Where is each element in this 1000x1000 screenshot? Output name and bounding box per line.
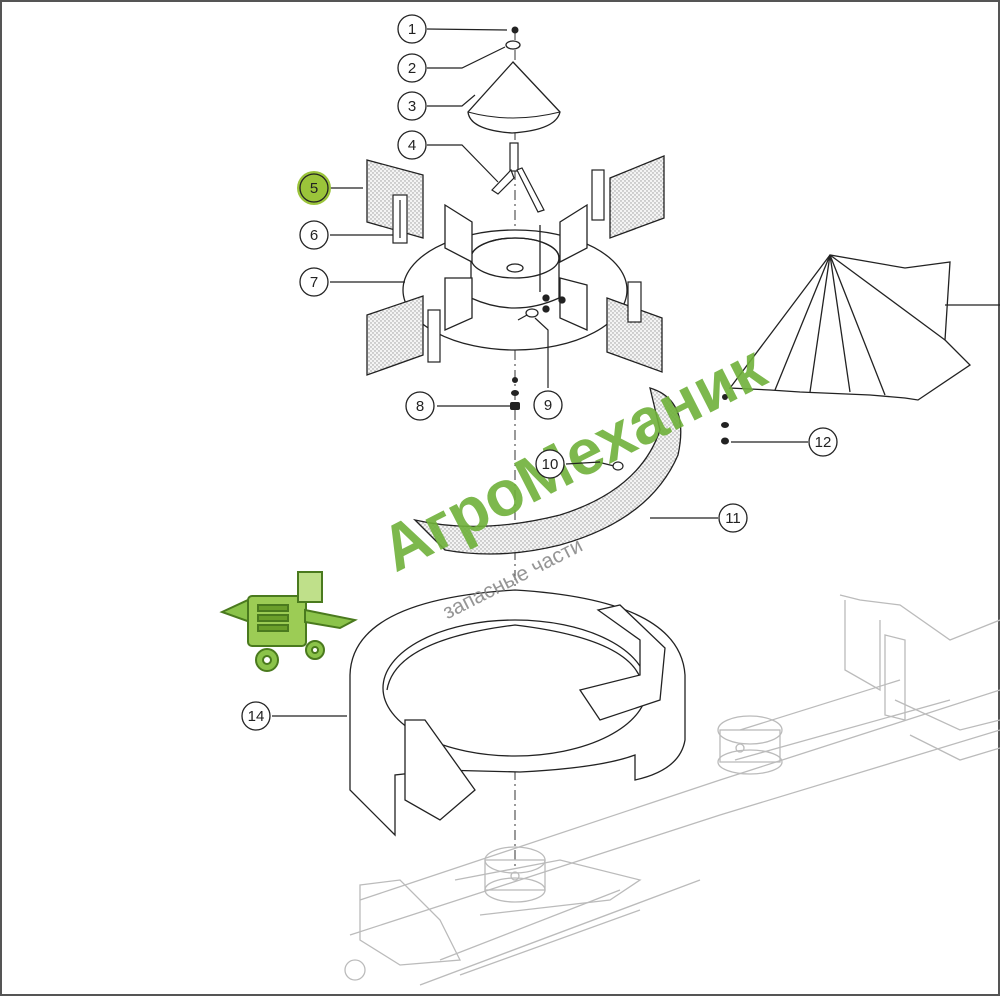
callout-circle: [535, 449, 565, 479]
part-fan-shroud: [728, 254, 1000, 401]
callout-label: 9: [544, 397, 552, 414]
callout-label: 14: [248, 708, 265, 725]
part-nut-stack: [510, 377, 520, 410]
part-paddle-brackets: [392, 169, 642, 363]
part-fan-nuts: [721, 394, 729, 445]
part-cone-cap: [467, 61, 561, 134]
callout-1: 1: [397, 14, 427, 44]
callout-label: 2: [408, 60, 416, 77]
callout-14: 14: [241, 701, 271, 731]
part-curved-screen: [412, 387, 682, 555]
callout-9: 9: [533, 390, 563, 420]
callout-label: 4: [408, 137, 416, 154]
lower-frame: [344, 594, 1000, 986]
callout-4: 4: [397, 130, 427, 160]
callout-label: 6: [310, 227, 318, 244]
callout-8: 8: [405, 391, 435, 421]
callout-10: 10: [535, 449, 565, 479]
callout-circle: [299, 173, 329, 203]
callout-label: 12: [815, 434, 832, 451]
callout-circle: [397, 53, 427, 83]
callout-12: 12: [808, 427, 838, 457]
callout-circle: [533, 390, 563, 420]
callout-circle: [241, 701, 271, 731]
callout-label: 5: [310, 180, 318, 197]
part-nut: [511, 26, 519, 34]
callout-3: 3: [397, 91, 427, 121]
callout-circle: [397, 91, 427, 121]
callout-2: 2: [397, 53, 427, 83]
part-screen-bolt: [597, 461, 624, 471]
part-housing-ring: [349, 589, 686, 837]
callout-circle: [718, 503, 748, 533]
part-bracket: [491, 142, 545, 213]
callout-circle: [299, 267, 329, 297]
callout-label: 11: [725, 510, 741, 527]
callout-circle: [397, 14, 427, 44]
callouts: [272, 28, 808, 717]
callout-circle: [397, 130, 427, 160]
callout-6: 6: [299, 220, 329, 250]
part-washer: [505, 40, 521, 50]
callout-circle: [299, 220, 329, 250]
part-rotor-disc: [402, 203, 628, 351]
callout-label: 3: [408, 98, 416, 115]
callout-label: 10: [542, 456, 559, 473]
callout-7: 7: [299, 267, 329, 297]
combine-harvester-logo: [219, 571, 358, 672]
part-bolt: [517, 308, 539, 321]
callout-label: 7: [310, 274, 318, 291]
callout-label: 1: [408, 21, 416, 38]
callout-circle: [808, 427, 838, 457]
callout-11: 11: [718, 503, 748, 533]
callout-label: 8: [416, 398, 424, 415]
callout-circle: [405, 391, 435, 421]
callout-5: 5: [297, 171, 331, 205]
